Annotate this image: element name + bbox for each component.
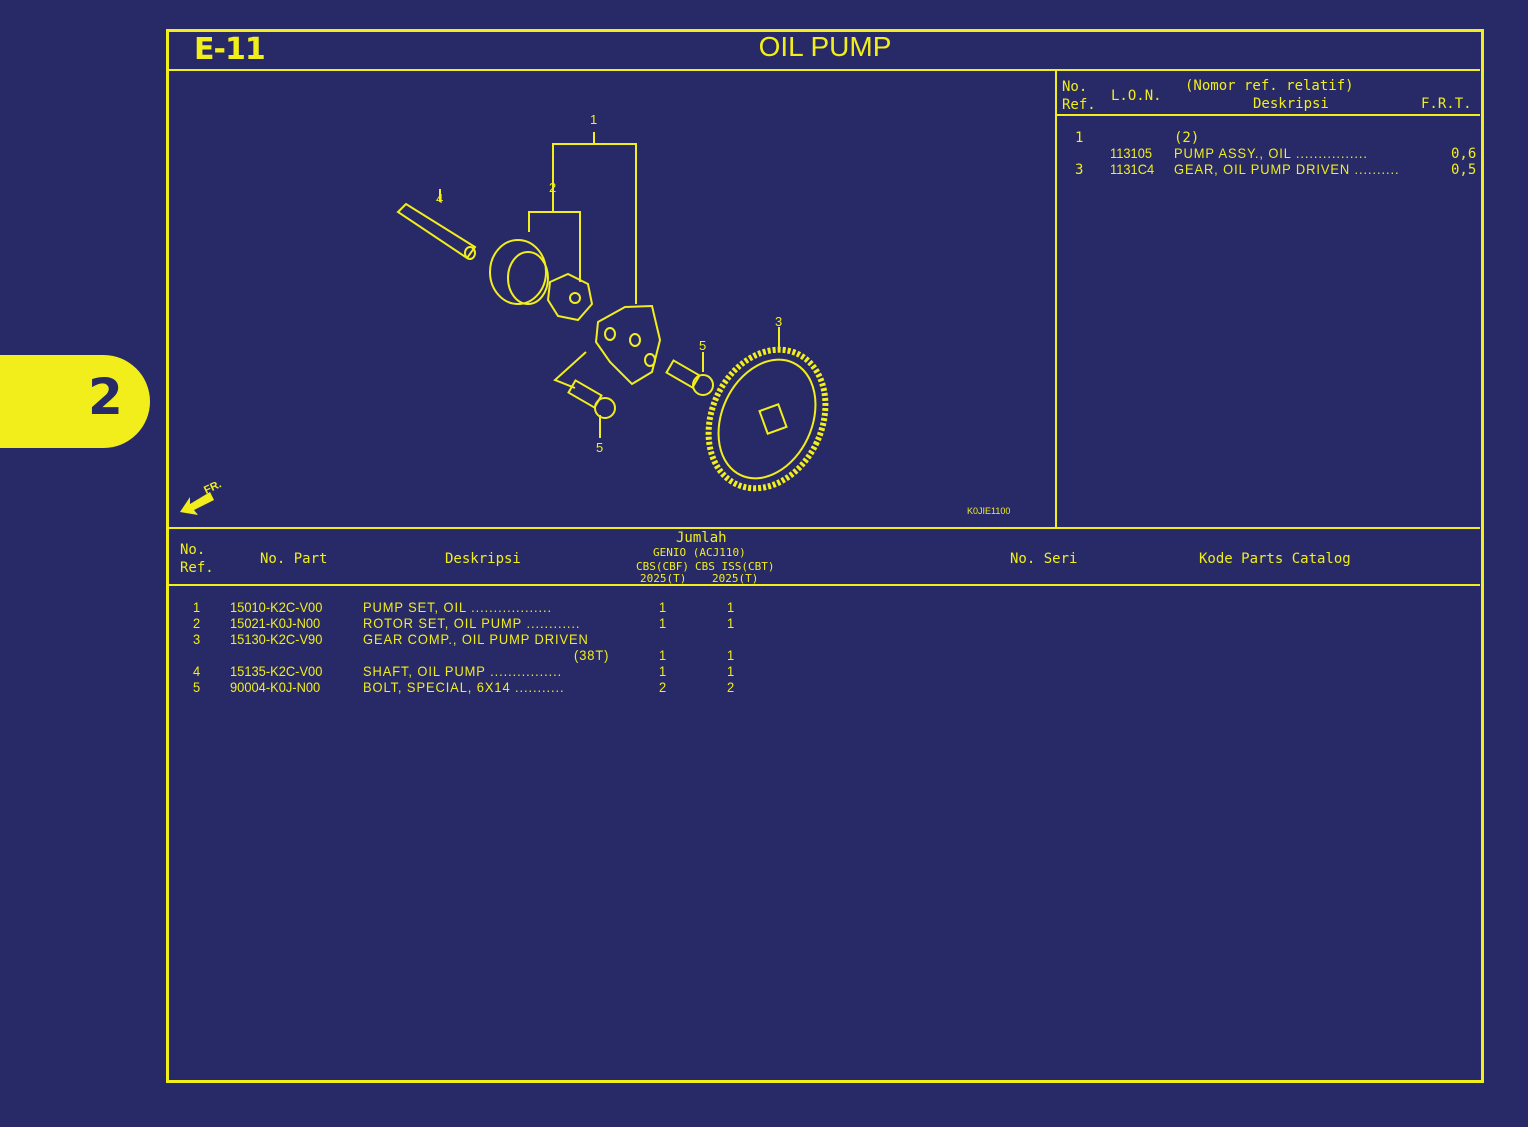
qty-cbs-iss: 2 [727,679,735,695]
divider [168,584,1480,586]
qty-cbs-iss: 1 [727,647,735,663]
part-number: 15021-K0J-N00 [230,615,321,631]
divider [168,69,1480,71]
bolt-icon [567,379,616,419]
qty-cbs: 1 [659,599,667,615]
divider [168,527,1480,529]
section-tab-number: 2 [88,368,123,426]
part-number: 15130-K2C-V90 [230,631,323,647]
callout-4: 4 [436,191,443,206]
callout-1: 1 [590,112,597,127]
part-number: 90004-K0J-N00 [230,679,321,695]
lon-header-frt: F.R.T. [1421,96,1472,112]
qty-cbs: 1 [659,663,667,679]
part-description: GEAR COMP., OIL PUMP DRIVEN [363,631,589,647]
lon-header-lon: L.O.N. [1111,88,1162,104]
lon-ref: 1 [1075,130,1084,146]
part-description: PUMP SET, OIL .................. [363,599,553,615]
part-description: ROTOR SET, OIL PUMP ............ [363,615,581,631]
part-ref: 4 [193,663,201,679]
parts-header-col2: CBS ISS(CBT) [695,560,775,573]
lon-header-ref: No. Ref. [1062,79,1096,113]
callout-2: 2 [549,180,556,195]
lon-header-deskripsi: Deskripsi [1253,96,1329,112]
pump-body-icon [594,304,662,386]
parts-header-col1-year: 2025(T) [640,572,687,585]
part-number: 15010-K2C-V00 [230,599,323,615]
part-ref: 1 [193,599,201,615]
driven-gear-icon [705,346,829,492]
part-number: 15135-K2C-V00 [230,663,323,679]
parts-header-kode: Kode Parts Catalog [1199,551,1351,567]
part-ref: 5 [193,679,201,695]
parts-header-no-seri: No. Seri [1010,551,1078,567]
shaft-icon [396,202,477,260]
parts-header-ref: No. Ref. [180,542,214,576]
parts-header-col1: CBS(CBF) [636,560,689,573]
lon-frt: 0,6 [1451,146,1477,162]
qty-cbs: 1 [659,615,667,631]
lon-desc: (2) [1174,130,1200,146]
qty-cbs: 2 [659,679,667,695]
qty-cbs-iss: 1 [727,663,735,679]
lon-header-relatif: (Nomor ref. relatif) [1185,78,1354,94]
divider [1055,70,1057,528]
qty-cbs-iss: 1 [727,615,735,631]
parts-page-frame [166,29,1484,1083]
front-arrow-icon [180,492,214,515]
lon-code: 1131C4 [1110,161,1155,177]
qty-cbs-iss: 1 [727,599,735,615]
lon-desc: GEAR, OIL PUMP DRIVEN .......... [1174,161,1400,177]
part-description: SHAFT, OIL PUMP ................ [363,663,563,679]
section-code: E-11 [194,32,266,67]
callout-5: 5 [596,440,603,455]
part-ref: 2 [193,615,201,631]
bolt-icon [665,359,714,396]
callout-lines [439,132,780,438]
rotor-inner-icon [546,272,594,322]
lon-code: 113105 [1110,145,1153,161]
qty-cbs: 1 [659,647,667,663]
parts-header-model: GENIO (ACJ110) [653,546,746,559]
parts-header-deskripsi: Deskripsi [445,551,521,567]
lon-desc: PUMP ASSY., OIL ................ [1174,145,1368,161]
exploded-diagram: 1 2 3 4 5 5 FR. K0JIE1100 [180,112,1010,516]
front-label: FR. [202,478,223,496]
divider [1056,114,1480,116]
diagram-code: K0JIE1100 [967,506,1010,516]
lon-ref: 3 [1075,162,1084,178]
part-ref: 3 [193,631,201,647]
rotor-outer-icon [489,239,549,305]
parts-header-jumlah: Jumlah [676,530,727,546]
parts-header-part: No. Part [260,551,328,567]
part-description: BOLT, SPECIAL, 6X14 ........... [363,679,565,695]
parts-header-col2-year: 2025(T) [712,572,759,585]
page-title: OIL PUMP [758,31,892,62]
part-description: (38T) [574,647,610,663]
callout-5: 5 [699,338,706,353]
callout-3: 3 [775,314,782,329]
lon-frt: 0,5 [1451,162,1477,178]
section-tab[interactable] [0,355,150,448]
